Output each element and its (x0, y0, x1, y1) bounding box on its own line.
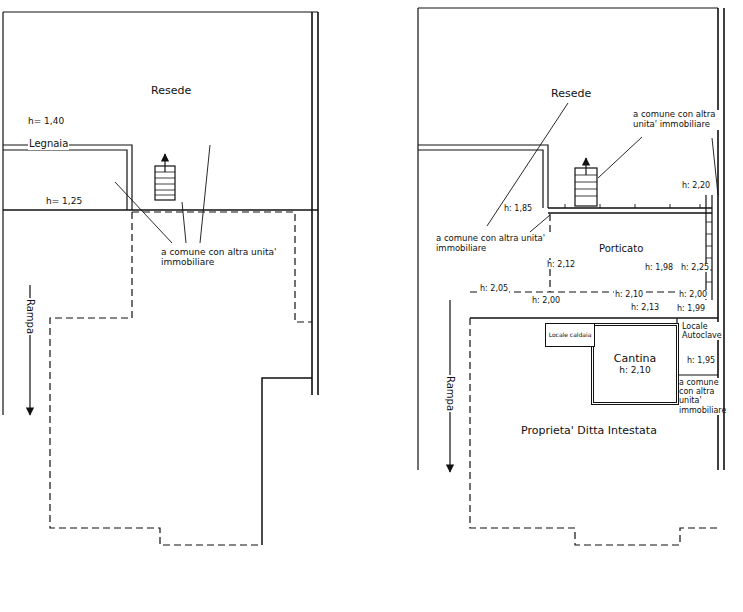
height-dimension: h: 1,98 (644, 263, 674, 272)
room-label: Rampa (445, 375, 457, 412)
height-dimension: h= 1,25 (45, 196, 83, 206)
room-label: a comune con altra unita' immobiliare (632, 110, 720, 130)
room-label: Rampa (25, 298, 37, 335)
height-dimension: h: 2,12 (546, 260, 576, 269)
height-dimension: h: 1,95 (686, 356, 716, 365)
height-dimension: h: 2,13 (630, 303, 660, 312)
room-name: Cantina (614, 353, 656, 366)
height-dimension: h: 1,99 (676, 304, 706, 313)
height-dimension: h: 2,05 (479, 284, 509, 293)
height-dimension: h: 2,20 (681, 181, 711, 190)
room-label: a comune con altra unita' immobiliare (678, 378, 720, 415)
room-label: Porticato (598, 243, 644, 255)
room-label: Locale Autoclave (681, 322, 723, 340)
height-dimension: h: 1,85 (503, 204, 533, 213)
room-label: Resede (150, 85, 192, 98)
height-dimension: h: 2,00 (531, 296, 561, 305)
room-label: a comune con altra unita' immobiliare (160, 247, 294, 268)
room-label: a comune con altra unita' immobiliare (435, 234, 555, 254)
height-dimension: h= 1,40 (27, 116, 65, 126)
room-label: Legnaia (28, 138, 69, 150)
room-label: Resede (550, 88, 592, 101)
height-dimension: h: 2,00 (678, 290, 708, 299)
height-dimension: h: 2,10 (619, 365, 651, 375)
height-dimension: h: 2,10 (614, 290, 644, 299)
height-dimension: h: 2,25 (680, 263, 710, 272)
room-name: Locale caldaia (549, 332, 592, 339)
room-label: Proprieta' Ditta Intestata (520, 425, 658, 438)
boiler-room: Locale caldaia (545, 323, 595, 347)
cellar-room: Cantinah: 2,10 (591, 323, 679, 405)
